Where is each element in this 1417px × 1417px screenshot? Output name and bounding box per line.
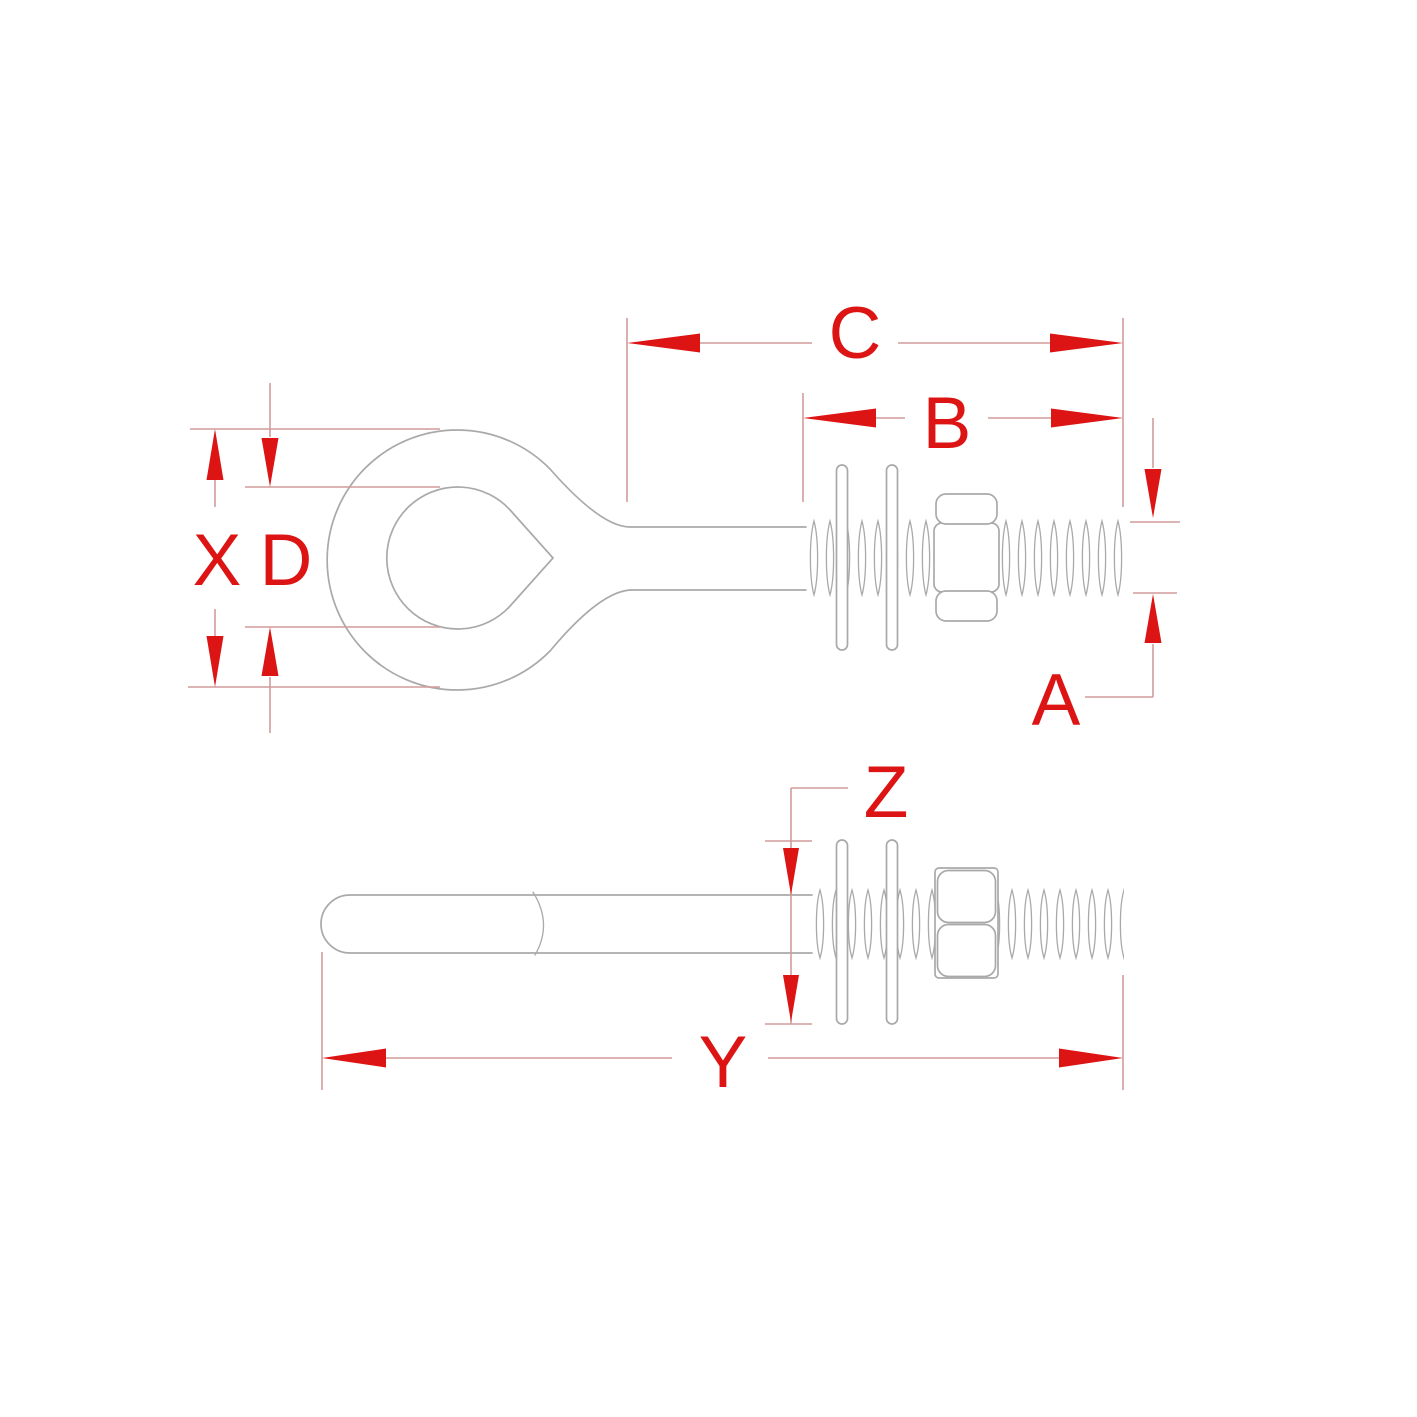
- dimension-label-z: Z: [864, 752, 909, 833]
- dimension-label-x: X: [193, 520, 242, 601]
- c-extension-and-lines: [626, 318, 1124, 507]
- z-arrow-top-icon: [783, 848, 799, 895]
- dimension-y: Y: [321, 952, 1124, 1103]
- y-arrow-right-icon: [1059, 1048, 1123, 1068]
- b-extension-and-lines: [802, 393, 1051, 502]
- washer-2-side-view: [885, 839, 899, 1025]
- washer-1-side-view: [835, 839, 849, 1025]
- side-view: Z Y: [320, 752, 1124, 1103]
- dimension-label-a: A: [1032, 660, 1081, 741]
- dimension-b: B: [802, 383, 1123, 502]
- z-extension-and-lines: [765, 787, 848, 1025]
- x-extension-and-lines: [188, 428, 440, 688]
- dimension-label-d: D: [260, 520, 313, 601]
- rod-profile-outline: [320, 894, 813, 954]
- washer-2-top-view: [885, 464, 899, 651]
- washer-1-top-view: [835, 464, 849, 651]
- y-extension-and-lines: [321, 952, 1124, 1090]
- d-arrow-down-icon: [261, 438, 279, 487]
- eye-inner-hole: [386, 486, 555, 630]
- dimension-c: C: [626, 293, 1124, 507]
- dimension-label-y: Y: [699, 1022, 748, 1103]
- b-arrow-left-icon: [803, 408, 876, 428]
- dimension-label-c: C: [829, 293, 882, 374]
- rod-swage-curve: [532, 891, 545, 956]
- a-arrow-up-icon: [1144, 594, 1162, 643]
- a-arrow-down-icon: [1144, 469, 1162, 518]
- top-view: C B A X D: [188, 293, 1180, 741]
- a-extension-and-lines: [1085, 418, 1180, 698]
- y-arrow-left-icon: [322, 1048, 386, 1068]
- c-arrow-right-icon: [1050, 333, 1123, 353]
- b-arrow-right-icon: [1051, 408, 1123, 428]
- d-arrow-up-icon: [261, 627, 279, 676]
- dimension-a: A: [1032, 418, 1180, 741]
- x-arrow-down-icon: [206, 636, 224, 687]
- eye-bolt-outline: [326, 429, 807, 691]
- c-arrow-left-icon: [627, 333, 700, 353]
- dimension-z: Z: [765, 752, 909, 1025]
- dimension-x: X: [188, 428, 440, 688]
- hex-nut-side-view: [934, 867, 999, 979]
- dimension-d: D: [245, 383, 440, 733]
- z-arrow-bottom-icon: [783, 975, 799, 1022]
- hex-nut-top-view: [933, 493, 1000, 622]
- d-extension-and-lines: [245, 383, 440, 733]
- x-arrow-up-icon: [206, 429, 224, 480]
- dimension-label-b: B: [923, 383, 972, 464]
